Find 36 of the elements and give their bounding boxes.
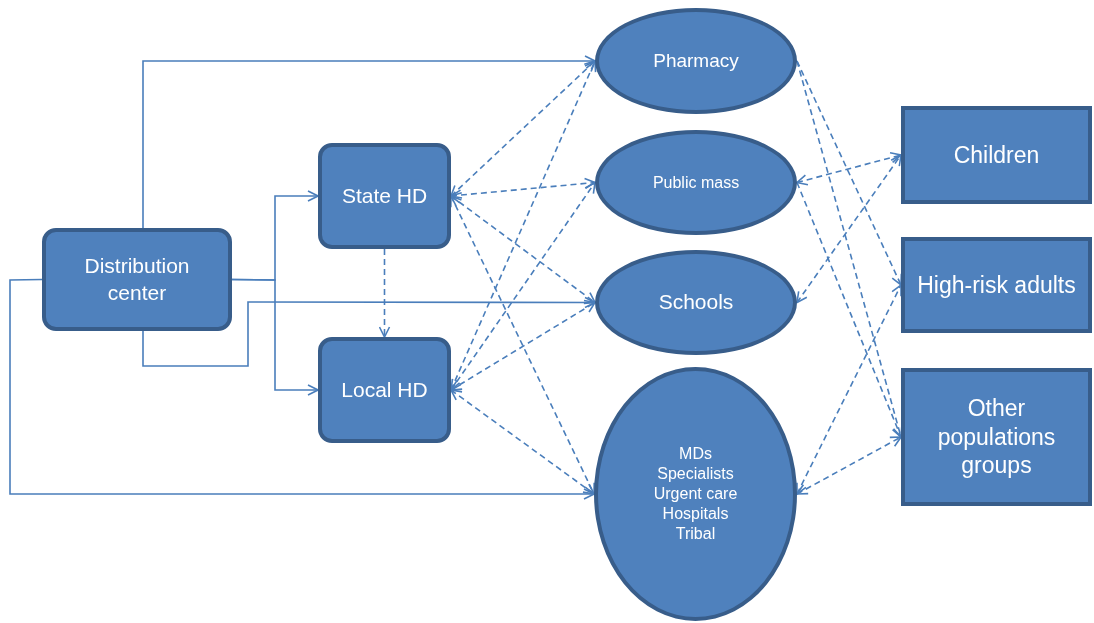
node-label: Hospitals bbox=[662, 504, 729, 524]
dashed-arrow bbox=[450, 60, 596, 197]
node-label: Distribution center bbox=[83, 253, 191, 306]
dashed-arrow bbox=[796, 181, 903, 438]
rectangle-box bbox=[901, 368, 1092, 506]
dashed-arrow bbox=[450, 177, 596, 201]
dashed-arrow bbox=[378, 248, 391, 338]
node-label: Public mass bbox=[652, 172, 740, 193]
node-label: Children bbox=[953, 140, 1040, 170]
dashed-arrow bbox=[796, 151, 902, 186]
dashed-arrow bbox=[450, 389, 595, 495]
rectangle-box bbox=[901, 106, 1092, 204]
node-label: Schools bbox=[658, 289, 734, 316]
node-label: MDs bbox=[679, 444, 712, 464]
node-label: Other populations groups bbox=[936, 393, 1057, 481]
rounded-box bbox=[318, 337, 451, 443]
rounded-box bbox=[318, 143, 451, 249]
arrow bbox=[231, 278, 319, 396]
dashed-arrow bbox=[796, 154, 902, 304]
node-label: Tribal bbox=[675, 524, 716, 544]
arrow bbox=[142, 55, 596, 229]
node-label: Local HD bbox=[341, 376, 428, 403]
dashed-arrow bbox=[796, 60, 903, 286]
node-label: State HD bbox=[341, 182, 428, 209]
rectangle-box bbox=[901, 237, 1092, 333]
rounded-box bbox=[42, 228, 232, 331]
node-label: Pharmacy bbox=[653, 49, 739, 73]
dashed-arrow bbox=[796, 284, 902, 495]
node-label: High-risk adults bbox=[917, 270, 1076, 300]
dashed-arrow bbox=[796, 436, 902, 495]
node-label: Urgent care bbox=[653, 484, 738, 504]
node-label: Specialists bbox=[657, 464, 734, 484]
dashed-arrow bbox=[450, 195, 596, 304]
dashed-arrow bbox=[450, 301, 596, 391]
arrow bbox=[9, 278, 595, 500]
dashed-arrow bbox=[450, 181, 596, 391]
